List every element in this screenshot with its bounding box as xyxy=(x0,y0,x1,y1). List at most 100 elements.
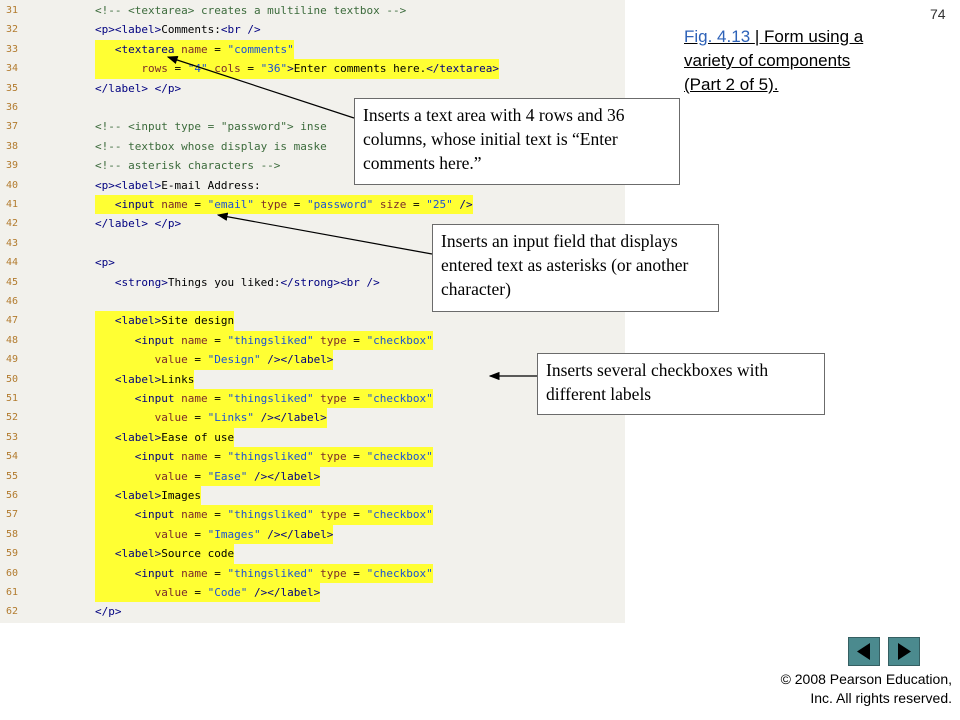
code-token: <!-- <textarea> creates a multiline text… xyxy=(95,4,407,17)
code-line: 62</p> xyxy=(0,602,625,621)
code-token: = xyxy=(187,469,208,483)
code-token: "checkbox" xyxy=(366,566,433,580)
line-number: 32 xyxy=(6,24,19,36)
code-line: 59 <label>Source code xyxy=(0,544,625,564)
line-number: 45 xyxy=(6,276,19,288)
line-number: 38 xyxy=(6,140,19,152)
code-text: <label>Links xyxy=(95,369,195,389)
code-line: 38 <!-- textbox whose display is maske xyxy=(0,137,625,156)
code-token: = xyxy=(346,450,367,464)
code-token: <input xyxy=(95,508,182,522)
code-token: name xyxy=(181,333,208,347)
previous-slide-button[interactable] xyxy=(848,637,880,666)
code-text: rows = "4" cols = "36">Enter comments he… xyxy=(95,59,500,79)
figure-title: Fig. 4.13 | Form using a variety of comp… xyxy=(684,25,864,97)
code-token: </label> xyxy=(280,353,334,367)
code-token: = xyxy=(346,566,367,580)
code-text: <input name = "thingsliked" type = "chec… xyxy=(95,505,433,525)
callout-password: Inserts an input field that displays ent… xyxy=(432,224,719,312)
code-token: </textarea> xyxy=(426,62,500,76)
line-number: 50 xyxy=(6,373,19,385)
code-line: 56 <label>Images xyxy=(0,486,625,506)
code-token: <br /> xyxy=(220,23,261,37)
code-token: </p> xyxy=(154,217,182,231)
code-token: value xyxy=(95,353,188,367)
code-line: 34 rows = "4" cols = "36">Enter comments… xyxy=(0,59,625,79)
code-line: 51 <input name = "thingsliked" type = "c… xyxy=(0,389,625,409)
copyright-line-1: © 2008 Pearson Education, xyxy=(780,671,952,687)
line-number: 42 xyxy=(6,218,19,230)
code-token: /> xyxy=(260,353,281,367)
line-number: 33 xyxy=(6,43,19,55)
code-text: <p> xyxy=(95,253,115,272)
code-token: <input xyxy=(95,333,182,347)
code-token: </p> xyxy=(95,605,122,619)
code-text: <!-- textbox whose display is maske xyxy=(95,137,327,156)
code-line: 57 <input name = "thingsliked" type = "c… xyxy=(0,505,625,525)
code-text: <input name = "thingsliked" type = "chec… xyxy=(95,330,433,351)
line-number: 41 xyxy=(6,199,19,210)
code-text: </label> </p> xyxy=(95,79,181,98)
code-text: <input name = "thingsliked" type = "chec… xyxy=(95,563,433,583)
code-token: name xyxy=(181,42,208,56)
code-line: 45 <strong>Things you liked:</strong><br… xyxy=(0,273,625,292)
code-line: 43 xyxy=(0,234,625,253)
code-text: <label>Ease of use xyxy=(95,427,235,448)
next-slide-button[interactable] xyxy=(888,637,920,666)
triangle-left-icon xyxy=(857,643,870,660)
code-token: /> xyxy=(247,586,268,599)
code-token: /> xyxy=(253,411,274,425)
code-token: <label> xyxy=(95,547,162,561)
code-token: <br /> xyxy=(340,275,380,289)
code-token: = xyxy=(207,333,228,347)
line-number: 39 xyxy=(6,160,19,172)
code-line: 35</label> </p> xyxy=(0,79,625,98)
code-text: <textarea name = "comments" xyxy=(95,39,294,60)
code-text: <!-- <textarea> creates a multiline text… xyxy=(95,1,406,20)
code-line: 47 <label>Site design xyxy=(0,311,625,331)
code-token: "25" xyxy=(426,198,453,211)
code-token: /> xyxy=(260,527,281,541)
code-token: </label> xyxy=(273,411,327,425)
line-number: 46 xyxy=(6,296,19,307)
code-token: value xyxy=(95,586,188,599)
code-token: value xyxy=(95,411,188,425)
code-token: <input xyxy=(95,392,182,405)
line-number: 55 xyxy=(6,470,19,482)
code-text: value = "Code" /></label> xyxy=(95,583,321,603)
code-text: value = "Design" /></label> xyxy=(95,350,334,370)
code-text: <label>Site design xyxy=(95,311,235,331)
line-number: 47 xyxy=(6,315,19,327)
code-line: 60 <input name = "thingsliked" type = "c… xyxy=(0,563,625,583)
line-number: 37 xyxy=(6,121,19,133)
code-token: type xyxy=(313,508,347,522)
code-token: "thingsliked" xyxy=(227,450,314,464)
code-line: 50 <label>Links xyxy=(0,369,625,389)
figure-label[interactable]: Fig. 4.13 xyxy=(684,27,755,46)
line-number: 51 xyxy=(6,393,19,404)
code-token: "thingsliked" xyxy=(227,333,314,347)
code-token: <input xyxy=(95,198,162,211)
code-token: "Ease" xyxy=(207,469,248,483)
code-line: 37<!-- <input type = "password"> inse xyxy=(0,117,625,136)
code-token: <!-- asterisk characters --> xyxy=(95,159,281,173)
code-token: = xyxy=(406,198,427,211)
code-token: Ease of use xyxy=(161,430,235,444)
code-token: = xyxy=(187,411,208,425)
code-token: type xyxy=(313,333,347,347)
code-line: 46 xyxy=(0,292,625,311)
code-token: "Code" xyxy=(207,586,248,599)
code-line: 31<!-- <textarea> creates a multiline te… xyxy=(0,1,625,20)
code-text: </p> xyxy=(95,602,122,621)
code-token: "Images" xyxy=(207,527,261,541)
code-token: "checkbox" xyxy=(366,333,433,347)
code-text: <label>Images xyxy=(95,486,201,506)
line-number: 48 xyxy=(6,334,19,346)
code-token: <strong> xyxy=(95,275,168,289)
code-token: E-mail Address: xyxy=(161,178,261,192)
code-token: = xyxy=(240,62,261,76)
code-token: name xyxy=(161,198,188,211)
code-token: = xyxy=(346,508,367,522)
code-token: type xyxy=(253,198,288,211)
code-text: <p><label>E-mail Address: xyxy=(95,176,261,195)
